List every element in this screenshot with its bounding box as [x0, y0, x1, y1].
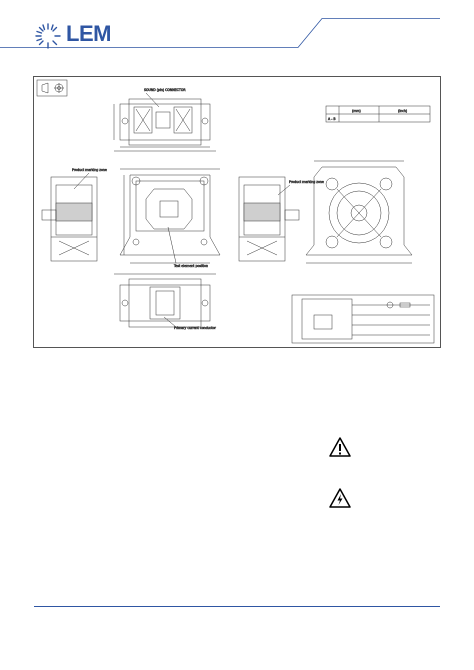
drawing-canvas: SOUND (pin) CONNECTOR (mm) (inch) A - B	[36, 79, 435, 344]
page-header: LEM	[0, 0, 474, 50]
right-side-view	[238, 176, 300, 262]
high-voltage-icon	[329, 488, 351, 508]
left-side-view	[41, 176, 98, 262]
footer-rule	[34, 606, 440, 607]
warning-icon	[329, 437, 351, 457]
header-rule	[0, 18, 440, 48]
lem-logo-icon	[35, 23, 61, 49]
marking-zone-left-callout: Product marking zone	[72, 168, 107, 172]
connection-schematic	[291, 294, 435, 344]
dimension-drawing: SOUND (pin) CONNECTOR (mm) (inch) A - B	[33, 76, 441, 348]
bottom-view	[114, 273, 216, 328]
primary-conductor-callout: Primary current conductor	[174, 326, 217, 330]
brand-name: LEM	[66, 21, 111, 46]
test-element-callout: Test element position	[173, 264, 208, 268]
front-view	[119, 168, 221, 264]
connector-callout: SOUND (pin) CONNECTOR	[144, 88, 186, 92]
table-col-inch: (inch)	[398, 109, 407, 113]
table-col-mm: (mm)	[352, 109, 361, 113]
projection-symbol-icon	[36, 79, 68, 97]
dimension-table	[325, 105, 431, 123]
rear-view	[305, 160, 413, 264]
table-row-label: A - B	[328, 117, 336, 121]
top-view	[113, 98, 216, 152]
marking-zone-right-callout: Product marking zone	[289, 180, 324, 184]
